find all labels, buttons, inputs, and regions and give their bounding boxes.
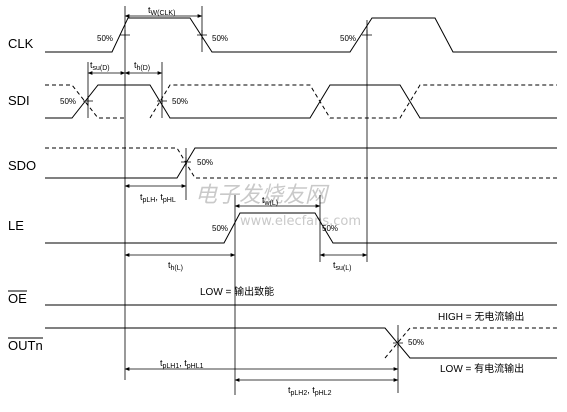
- sdo-waveform: [45, 147, 557, 179]
- signal-label-oe: OE: [8, 291, 27, 306]
- outn-waveform: [45, 327, 557, 359]
- signal-label-outn: OUTn: [8, 338, 43, 353]
- label-tsu-d: tsu(D): [90, 60, 110, 72]
- le-waveform: [45, 212, 557, 244]
- label-tplh2-tphl2: tpLH2, tpHL2: [288, 385, 332, 397]
- label-th-d: th(D): [134, 60, 150, 72]
- note-oe-low: LOW = 输出致能: [200, 285, 274, 298]
- pct-clk2-rise: 50%: [340, 34, 356, 43]
- signal-label-clk: CLK: [8, 36, 34, 51]
- pct-sdi-hold: 50%: [172, 97, 188, 106]
- pct-sdo: 50%: [197, 158, 213, 167]
- pct-sdi-setup: 50%: [60, 97, 76, 106]
- pct-outn: 50%: [408, 338, 424, 347]
- pct-clk-rise: 50%: [97, 34, 113, 43]
- watermark-url: www.elecfans.com: [240, 214, 361, 229]
- signal-label-sdi: SDI: [8, 93, 30, 108]
- note-out-high: HIGH = 无电流输出: [438, 310, 524, 323]
- label-tplh1-tphl1: tpLH1, tpHL1: [160, 358, 204, 370]
- pct-le-rise: 50%: [212, 224, 228, 233]
- label-tw-clk: tW(CLK): [148, 5, 175, 17]
- label-th-l: th(L): [168, 260, 183, 272]
- pct-le-fall: 50%: [322, 224, 338, 233]
- crosshair-marks: [83, 30, 403, 348]
- signal-label-sdo: SDO: [8, 158, 36, 173]
- watermark-cn: 电子发烧友网: [195, 183, 330, 208]
- label-tw-l: tw(L): [262, 195, 278, 207]
- label-tsu-l: tsu(L): [333, 260, 351, 272]
- note-out-low: LOW = 有电流输出: [440, 362, 524, 375]
- sdi-waveform: [45, 84, 557, 119]
- signal-label-le: LE: [8, 218, 24, 233]
- pct-clk-fall: 50%: [212, 34, 228, 43]
- label-tplh-tphl: tpLH, tpHL: [140, 192, 176, 204]
